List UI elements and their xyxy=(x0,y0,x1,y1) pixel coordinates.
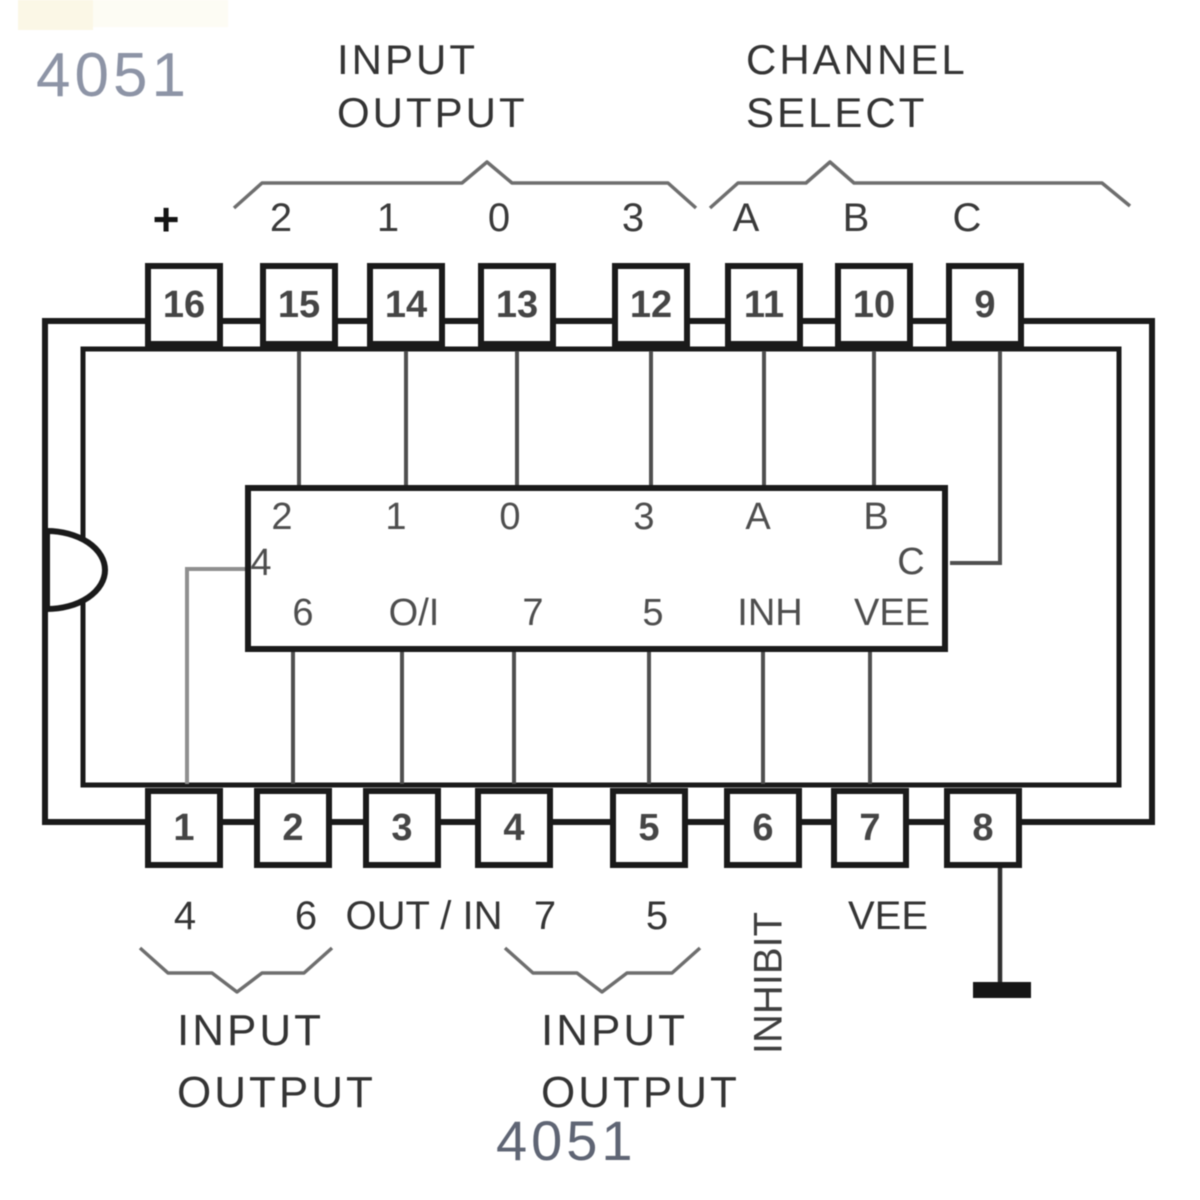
bottom-pin-traces xyxy=(291,650,872,784)
group-heading-line: INPUT xyxy=(541,1006,688,1055)
group-heading-input-output-right: INPUT OUTPUT xyxy=(541,1000,740,1124)
pin12-function-label: 3 xyxy=(621,196,645,240)
pin-box-10: 10 xyxy=(835,263,913,347)
pin-box-7: 7 xyxy=(831,788,909,868)
pin-box-11: 11 xyxy=(725,263,803,347)
brace-input-output-top xyxy=(232,160,698,210)
group-heading-line: SELECT xyxy=(746,89,928,136)
pin-box-8: 8 xyxy=(944,788,1022,868)
inner-label-c: C xyxy=(897,541,925,583)
inner-label-7: 7 xyxy=(522,592,544,634)
pin-box-4: 4 xyxy=(475,788,553,868)
inner-label-inh: INH xyxy=(737,592,803,634)
pin16-function-label: + xyxy=(152,193,180,245)
pin6-function-label-inhibit: INHIBIT xyxy=(746,911,791,1055)
pin-box-2: 2 xyxy=(254,788,332,868)
inner-label-a: A xyxy=(745,496,771,538)
pin1-trace xyxy=(185,567,249,784)
inner-label-b: B xyxy=(863,496,889,538)
pin2-function-label: 6 xyxy=(294,894,318,938)
group-heading-line: OUTPUT xyxy=(541,1068,740,1117)
group-heading-line: OUTPUT xyxy=(177,1068,376,1117)
inner-label-0: 0 xyxy=(499,496,521,538)
pin11-function-label: A xyxy=(732,196,760,240)
pin1-notch xyxy=(44,527,108,613)
inner-label-box xyxy=(245,485,948,652)
ic-title-top: 4051 xyxy=(36,41,190,110)
inner-label-2: 2 xyxy=(271,496,293,538)
pin-box-12: 12 xyxy=(612,263,690,347)
group-heading-line: CHANNEL xyxy=(746,36,968,83)
inner-label-4: 4 xyxy=(250,542,272,584)
top-pin-traces xyxy=(297,351,1002,565)
pin-box-16: 16 xyxy=(145,263,223,347)
ground-symbol xyxy=(973,982,1031,998)
pin3-function-label: OUT / IN xyxy=(345,894,503,938)
pin15-function-label: 2 xyxy=(269,196,293,240)
brace-input-output-left xyxy=(138,946,334,994)
scan-artifact-patch xyxy=(93,0,228,27)
pin-box-13: 13 xyxy=(478,263,556,347)
inner-label-oi: O/I xyxy=(388,592,440,634)
group-heading-line: OUTPUT xyxy=(337,89,528,136)
pin5-function-label: 5 xyxy=(645,894,669,938)
pin14-function-label: 1 xyxy=(376,196,400,240)
pin-box-15: 15 xyxy=(260,263,338,347)
inner-label-3: 3 xyxy=(633,496,655,538)
group-braces xyxy=(138,160,1132,994)
inner-label-vee: VEE xyxy=(853,592,931,634)
group-heading-input-output: INPUT OUTPUT xyxy=(337,33,528,139)
pin9-trace xyxy=(950,351,1002,565)
inner-label-1: 1 xyxy=(385,496,407,538)
pin-box-14: 14 xyxy=(367,263,445,347)
ic-title-bottom: 4051 xyxy=(496,1109,637,1172)
pin-box-6: 6 xyxy=(724,788,802,868)
brace-input-output-right xyxy=(503,946,702,994)
pin9-function-label: C xyxy=(952,196,982,240)
pin-box-1: 1 xyxy=(145,788,223,868)
group-heading-line: INPUT xyxy=(337,36,478,83)
brace-channel-select xyxy=(708,160,1132,210)
pin-box-5: 5 xyxy=(610,788,688,868)
group-heading-channel-select: CHANNEL SELECT xyxy=(746,33,968,139)
pin10-function-label: B xyxy=(842,196,870,240)
scan-artifact-patch xyxy=(18,0,93,30)
pin13-function-label: 0 xyxy=(487,196,511,240)
pin1-function-label: 4 xyxy=(173,894,197,938)
group-heading-line: INPUT xyxy=(177,1006,324,1055)
inner-label-5: 5 xyxy=(642,592,664,634)
pin4-function-label: 7 xyxy=(533,894,557,938)
inner-label-6: 6 xyxy=(292,592,314,634)
group-heading-input-output-left: INPUT OUTPUT xyxy=(177,1000,376,1124)
pin-box-3: 3 xyxy=(363,788,441,868)
pin-box-9: 9 xyxy=(946,263,1024,347)
pin7-function-label-vee: VEE xyxy=(847,894,929,938)
